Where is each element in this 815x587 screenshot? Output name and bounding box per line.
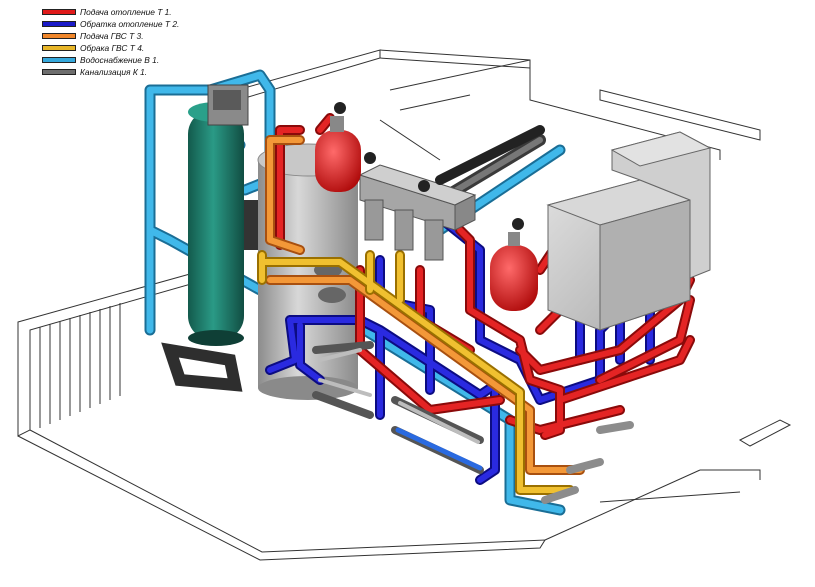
legend-label: Водоснабжение В 1. <box>80 54 160 65</box>
legend-item-return-dhw: Обрака ГВС Т 4. <box>42 42 179 53</box>
legend-label: Обрака ГВС Т 4. <box>80 42 145 53</box>
legend-swatch <box>42 44 76 51</box>
legend-label: Обратка отопление Т 2. <box>80 18 180 29</box>
legend-label: Подача отопление Т 1. <box>80 6 172 17</box>
legend-swatch <box>42 32 76 39</box>
legend-item-supply-dhw: Подача ГВС Т 3. <box>42 30 179 41</box>
legend-label: Канализация К 1. <box>80 66 148 77</box>
legend: Подача отопление Т 1. Обратка отопление … <box>42 6 179 78</box>
dhw-return-pipes <box>257 250 575 495</box>
legend-item-return-heating: Обратка отопление Т 2. <box>42 18 179 29</box>
water-filter-tank-icon <box>188 84 258 346</box>
flue-pipe <box>435 125 545 185</box>
legend-swatch <box>42 20 76 27</box>
legend-swatch <box>42 68 76 75</box>
floor-walls <box>17 49 792 561</box>
wall-boiler-icon <box>546 131 712 331</box>
legend-swatch <box>42 8 76 15</box>
legend-item-supply-heating: Подача отопление Т 1. <box>42 6 179 17</box>
expansion-vessel-icon <box>315 102 538 311</box>
legend-item-sewage: Канализация К 1. <box>42 66 179 77</box>
legend-swatch <box>42 56 76 63</box>
legend-label: Подача ГВС Т 3. <box>80 30 144 41</box>
dhw-supply-pipes <box>265 135 585 475</box>
distribution-manifold-icon <box>312 341 634 504</box>
legend-item-water-supply: Водоснабжение В 1. <box>42 54 179 65</box>
hydraulic-separator <box>358 164 477 261</box>
